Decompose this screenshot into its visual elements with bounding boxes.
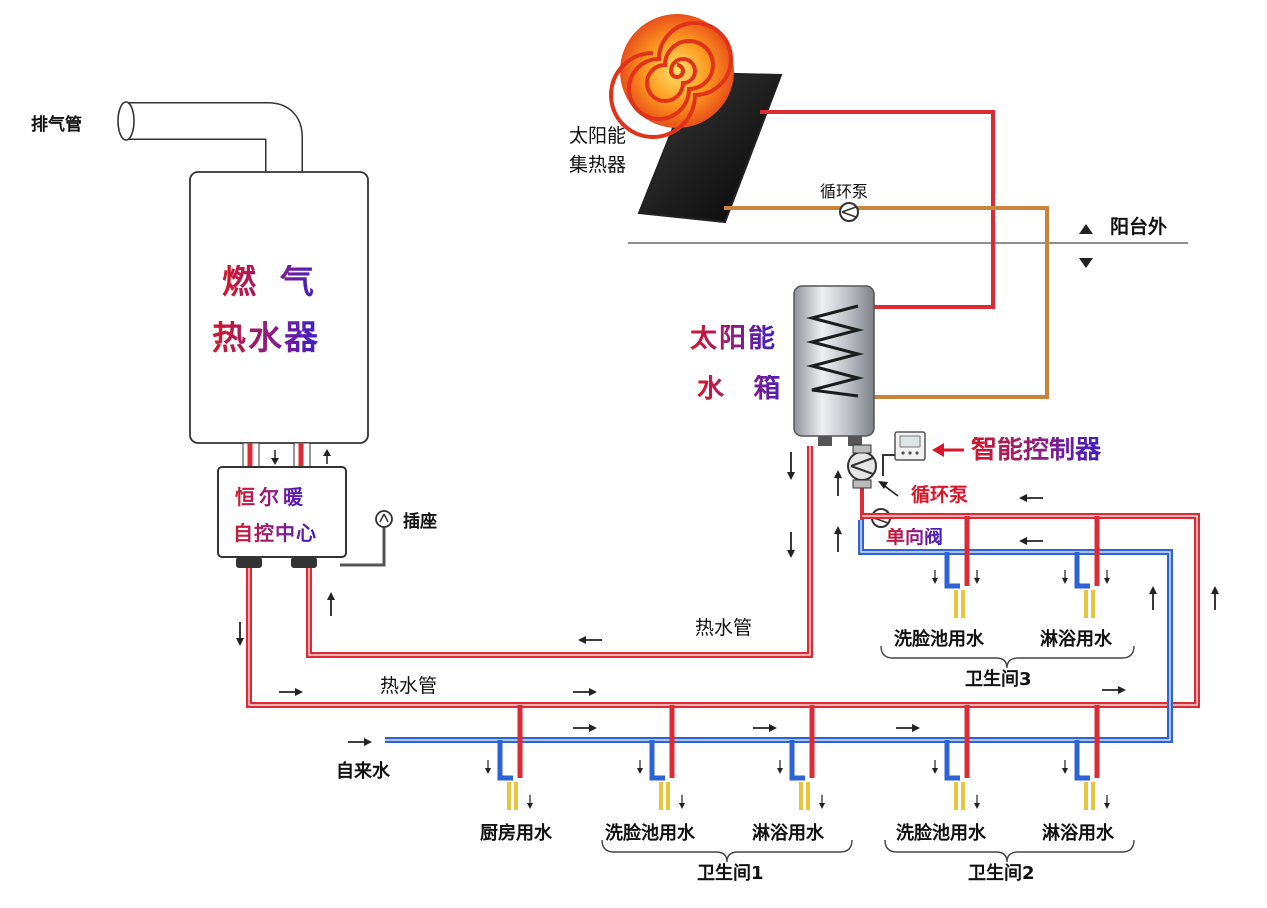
check-valve-label: 单向阀 <box>886 526 944 548</box>
brace-bath2 <box>884 839 1135 863</box>
gas-water-heater <box>189 171 369 444</box>
circulation-pump-icon <box>847 444 877 520</box>
hot-pipe-tank-to-hub <box>304 446 815 660</box>
cold-inlet-label: 自来水 <box>336 761 390 782</box>
fixture-branches-upper <box>944 516 1100 618</box>
branch-bath3-sink <box>944 516 970 618</box>
solar-return-line <box>724 206 1049 399</box>
tank-coil <box>806 304 864 398</box>
fixture-bath2-sink: 洗脸池用水 <box>896 823 986 844</box>
smart-controller-icon <box>882 431 926 476</box>
flow-arrows <box>236 452 1219 746</box>
heater-outlets <box>242 442 331 468</box>
hub-title-line1: 恒尔暖 <box>235 485 307 509</box>
branch-bath1-sink <box>649 705 675 810</box>
fixture-bath2-shower: 淋浴用水 <box>1042 823 1114 844</box>
fixture-bath1-shower: 淋浴用水 <box>752 823 824 844</box>
group-bath2-label: 卫生间2 <box>968 863 1035 884</box>
group-bath3-label: 卫生间3 <box>965 669 1032 690</box>
collector-pump-icon <box>839 202 859 222</box>
branch-bath3-shower <box>1074 516 1100 618</box>
main-cold-pipe <box>385 520 1173 743</box>
collector-pump-label: 循环泵 <box>820 182 869 201</box>
fixture-kitchen: 厨房用水 <box>480 823 552 844</box>
arrow-up-icon <box>1079 224 1093 234</box>
main-hot-pipe <box>246 513 1200 708</box>
control-hub <box>217 466 347 558</box>
fixture-bath3-shower: 淋浴用水 <box>1040 629 1112 650</box>
collector-label-line2: 集热器 <box>569 154 627 176</box>
hub-ports <box>236 557 317 568</box>
heater-title-line1: 燃 气 <box>222 262 320 302</box>
collector-label-line1: 太阳能 <box>569 125 627 147</box>
branch-bath2-sink <box>944 705 970 810</box>
drop-arrows <box>485 570 1110 809</box>
hot-pipe-label-2: 热水管 <box>380 675 438 697</box>
fixture-bath1-sink: 洗脸池用水 <box>605 823 695 844</box>
brace-bath1 <box>601 839 853 863</box>
brace-bath3 <box>880 645 1135 669</box>
arrow-down-icon <box>1079 258 1093 268</box>
controller-pointer-icon <box>932 443 944 457</box>
heater-title-line2: 热水器 <box>212 318 320 358</box>
exhaust-pipe <box>117 101 303 172</box>
branch-bath1-shower <box>789 705 815 810</box>
socket-icon <box>375 510 393 528</box>
group-bath1-label: 卫生间1 <box>697 863 764 884</box>
sun-icon <box>609 14 734 139</box>
fixture-bath3-sink: 洗脸池用水 <box>894 629 984 650</box>
exhaust-label: 排气管 <box>31 115 82 135</box>
socket-label: 插座 <box>403 512 437 532</box>
balcony-label: 阳台外 <box>1110 216 1168 238</box>
smart-controller-label: 智能控制器 <box>971 435 1102 465</box>
tank-title-line1: 太阳能 <box>690 323 777 354</box>
hot-pipe-label-1: 热水管 <box>695 617 753 639</box>
solar-collector <box>637 71 783 224</box>
tank-title-line2: 水 箱 <box>697 373 791 404</box>
pump-label: 循环泵 <box>911 484 969 506</box>
branch-kitchen <box>497 705 523 810</box>
branch-bath2-shower <box>1074 705 1100 810</box>
fixture-branches-lower <box>497 705 1100 810</box>
hub-title-line2: 自控中心 <box>233 521 317 545</box>
socket-cable <box>340 527 386 567</box>
